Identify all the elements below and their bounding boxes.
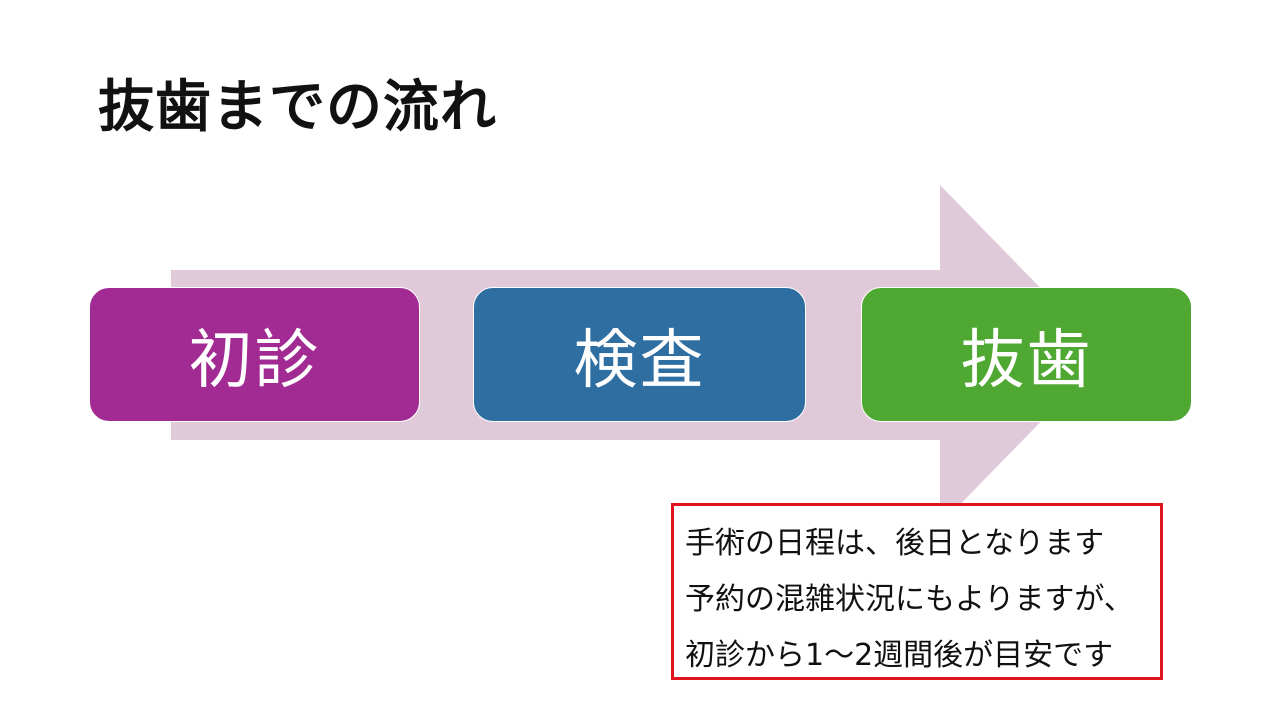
step-shinshin: 初診 <box>89 287 420 422</box>
slide-title: 抜歯までの流れ <box>98 75 497 140</box>
step-bashi: 抜歯 <box>861 287 1192 422</box>
note-box: 手術の日程は、後日となります 予約の混雑状況にもよりますが、 初診から1～2週間… <box>671 503 1163 680</box>
note-line: 予約の混雑状況にもよりますが、 <box>685 582 1134 617</box>
note-line: 手術の日程は、後日となります <box>685 526 1105 561</box>
note-line: 初診から1～2週間後が目安です <box>685 638 1114 673</box>
step-label: 初診 <box>188 323 321 398</box>
step-label: 抜歯 <box>960 323 1093 398</box>
step-label: 検査 <box>573 323 706 398</box>
step-kensa: 検査 <box>473 287 806 422</box>
